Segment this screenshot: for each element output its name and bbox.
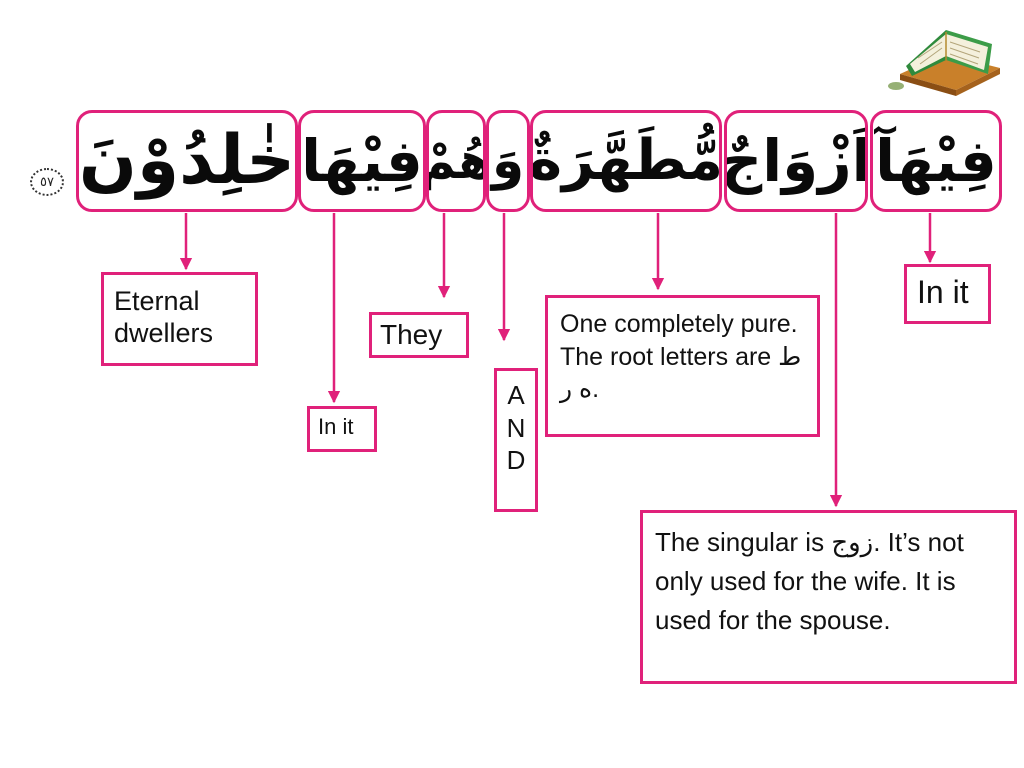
quran-book-icon [888,30,1000,96]
gloss-and: A N D [494,368,538,512]
ayah-number-marker: ٥٧ [30,168,64,196]
gloss-and-letter-d: D [506,445,526,475]
word-khalidun: خٰلِدُوْنَ [76,110,298,212]
gloss-singular-spouse: The singular is زوج. It’s not only used … [640,510,1017,684]
word-fiha-first: فِيْهَآ [870,110,1002,212]
gloss-in-it-small: In it [307,406,377,452]
gloss-and-letter-n: N [506,412,526,443]
gloss-and-letter-a: A [507,380,525,410]
word-azwaj: اَزْوَاجٌ [724,110,868,212]
gloss-they: They [369,312,469,358]
word-hum: هُمْ [426,110,486,212]
word-mutahharah: مُّطَهَّرَةٌ [530,110,722,212]
gloss-in-it-right: In it [904,264,991,324]
gloss-eternal-dwellers: Eternal dwellers [101,272,258,366]
word-wa: وَ [486,110,530,212]
word-fiha-second: فِيْهَا [298,110,426,212]
gloss-completely-pure: One completely pure. The root letters ar… [545,295,820,437]
